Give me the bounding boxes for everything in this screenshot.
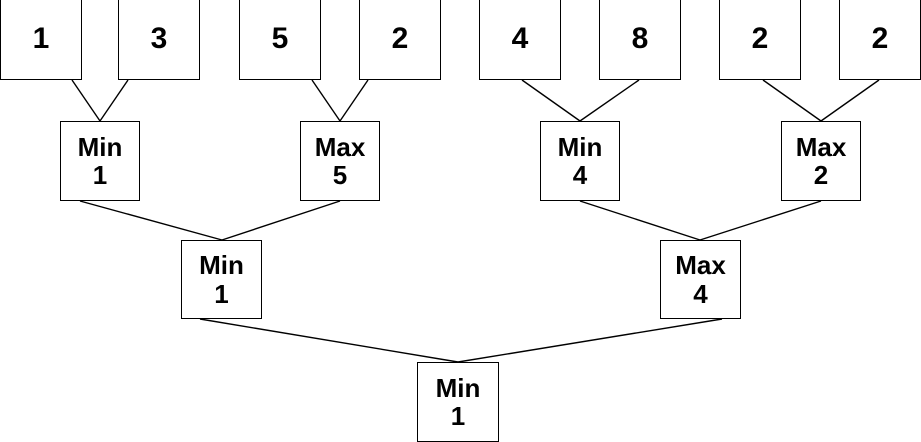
tree-node-leaf6: 8 xyxy=(599,0,681,80)
node-value: 4 xyxy=(511,21,529,55)
node-value: 2 xyxy=(871,21,889,55)
tree-edge-min-a-to-min-c xyxy=(79,200,223,241)
node-value: 4 xyxy=(572,160,588,190)
tree-edge-max-c-to-root xyxy=(457,318,723,363)
tree-edge-leaf7-to-max-b xyxy=(762,79,822,122)
node-value: 4 xyxy=(693,278,708,309)
node-label: Max xyxy=(675,250,726,281)
tree-edge-min-b-to-max-c xyxy=(579,200,701,241)
tree-edge-leaf3-to-max-a xyxy=(311,79,341,122)
tree-edge-min-c-to-root xyxy=(199,318,459,363)
tree-node-leaf3: 5 xyxy=(239,0,321,80)
node-value: 1 xyxy=(92,160,108,190)
node-value: 2 xyxy=(813,160,829,190)
node-value: 1 xyxy=(32,21,50,55)
node-value: 2 xyxy=(751,21,769,55)
tree-node-leaf2: 3 xyxy=(118,0,200,80)
node-value: 8 xyxy=(631,21,649,55)
node-label: Min xyxy=(77,131,123,162)
tree-edge-max-b-to-max-c xyxy=(699,200,822,241)
node-label: Min xyxy=(199,250,244,281)
tree-edge-leaf5-to-min-b xyxy=(521,79,581,122)
node-value: 5 xyxy=(271,21,289,55)
tree-node-leaf5: 4 xyxy=(479,0,561,80)
tree-edge-leaf1-to-min-a xyxy=(71,79,101,122)
node-label: Min xyxy=(557,131,603,162)
tree-edge-leaf6-to-min-b xyxy=(579,79,640,122)
node-label: Max xyxy=(795,131,847,162)
tree-edge-leaf2-to-min-a xyxy=(99,79,129,122)
node-value: 2 xyxy=(391,21,409,55)
tree-edge-max-a-to-min-c xyxy=(221,200,341,241)
tree-edge-leaf8-to-max-b xyxy=(820,79,880,122)
node-label: Min xyxy=(435,372,481,403)
node-value: 1 xyxy=(214,278,229,309)
tree-node-leaf8: 2 xyxy=(839,0,921,80)
tree-edge-leaf4-to-max-a xyxy=(339,79,369,122)
tree-node-leaf7: 2 xyxy=(719,0,801,80)
tree-node-leaf4: 2 xyxy=(359,0,441,80)
tree-node-leaf1: 1 xyxy=(0,0,82,80)
node-value: 3 xyxy=(150,21,168,55)
node-label: Max xyxy=(314,131,366,162)
node-value: 5 xyxy=(332,160,348,190)
node-value: 1 xyxy=(450,401,466,431)
